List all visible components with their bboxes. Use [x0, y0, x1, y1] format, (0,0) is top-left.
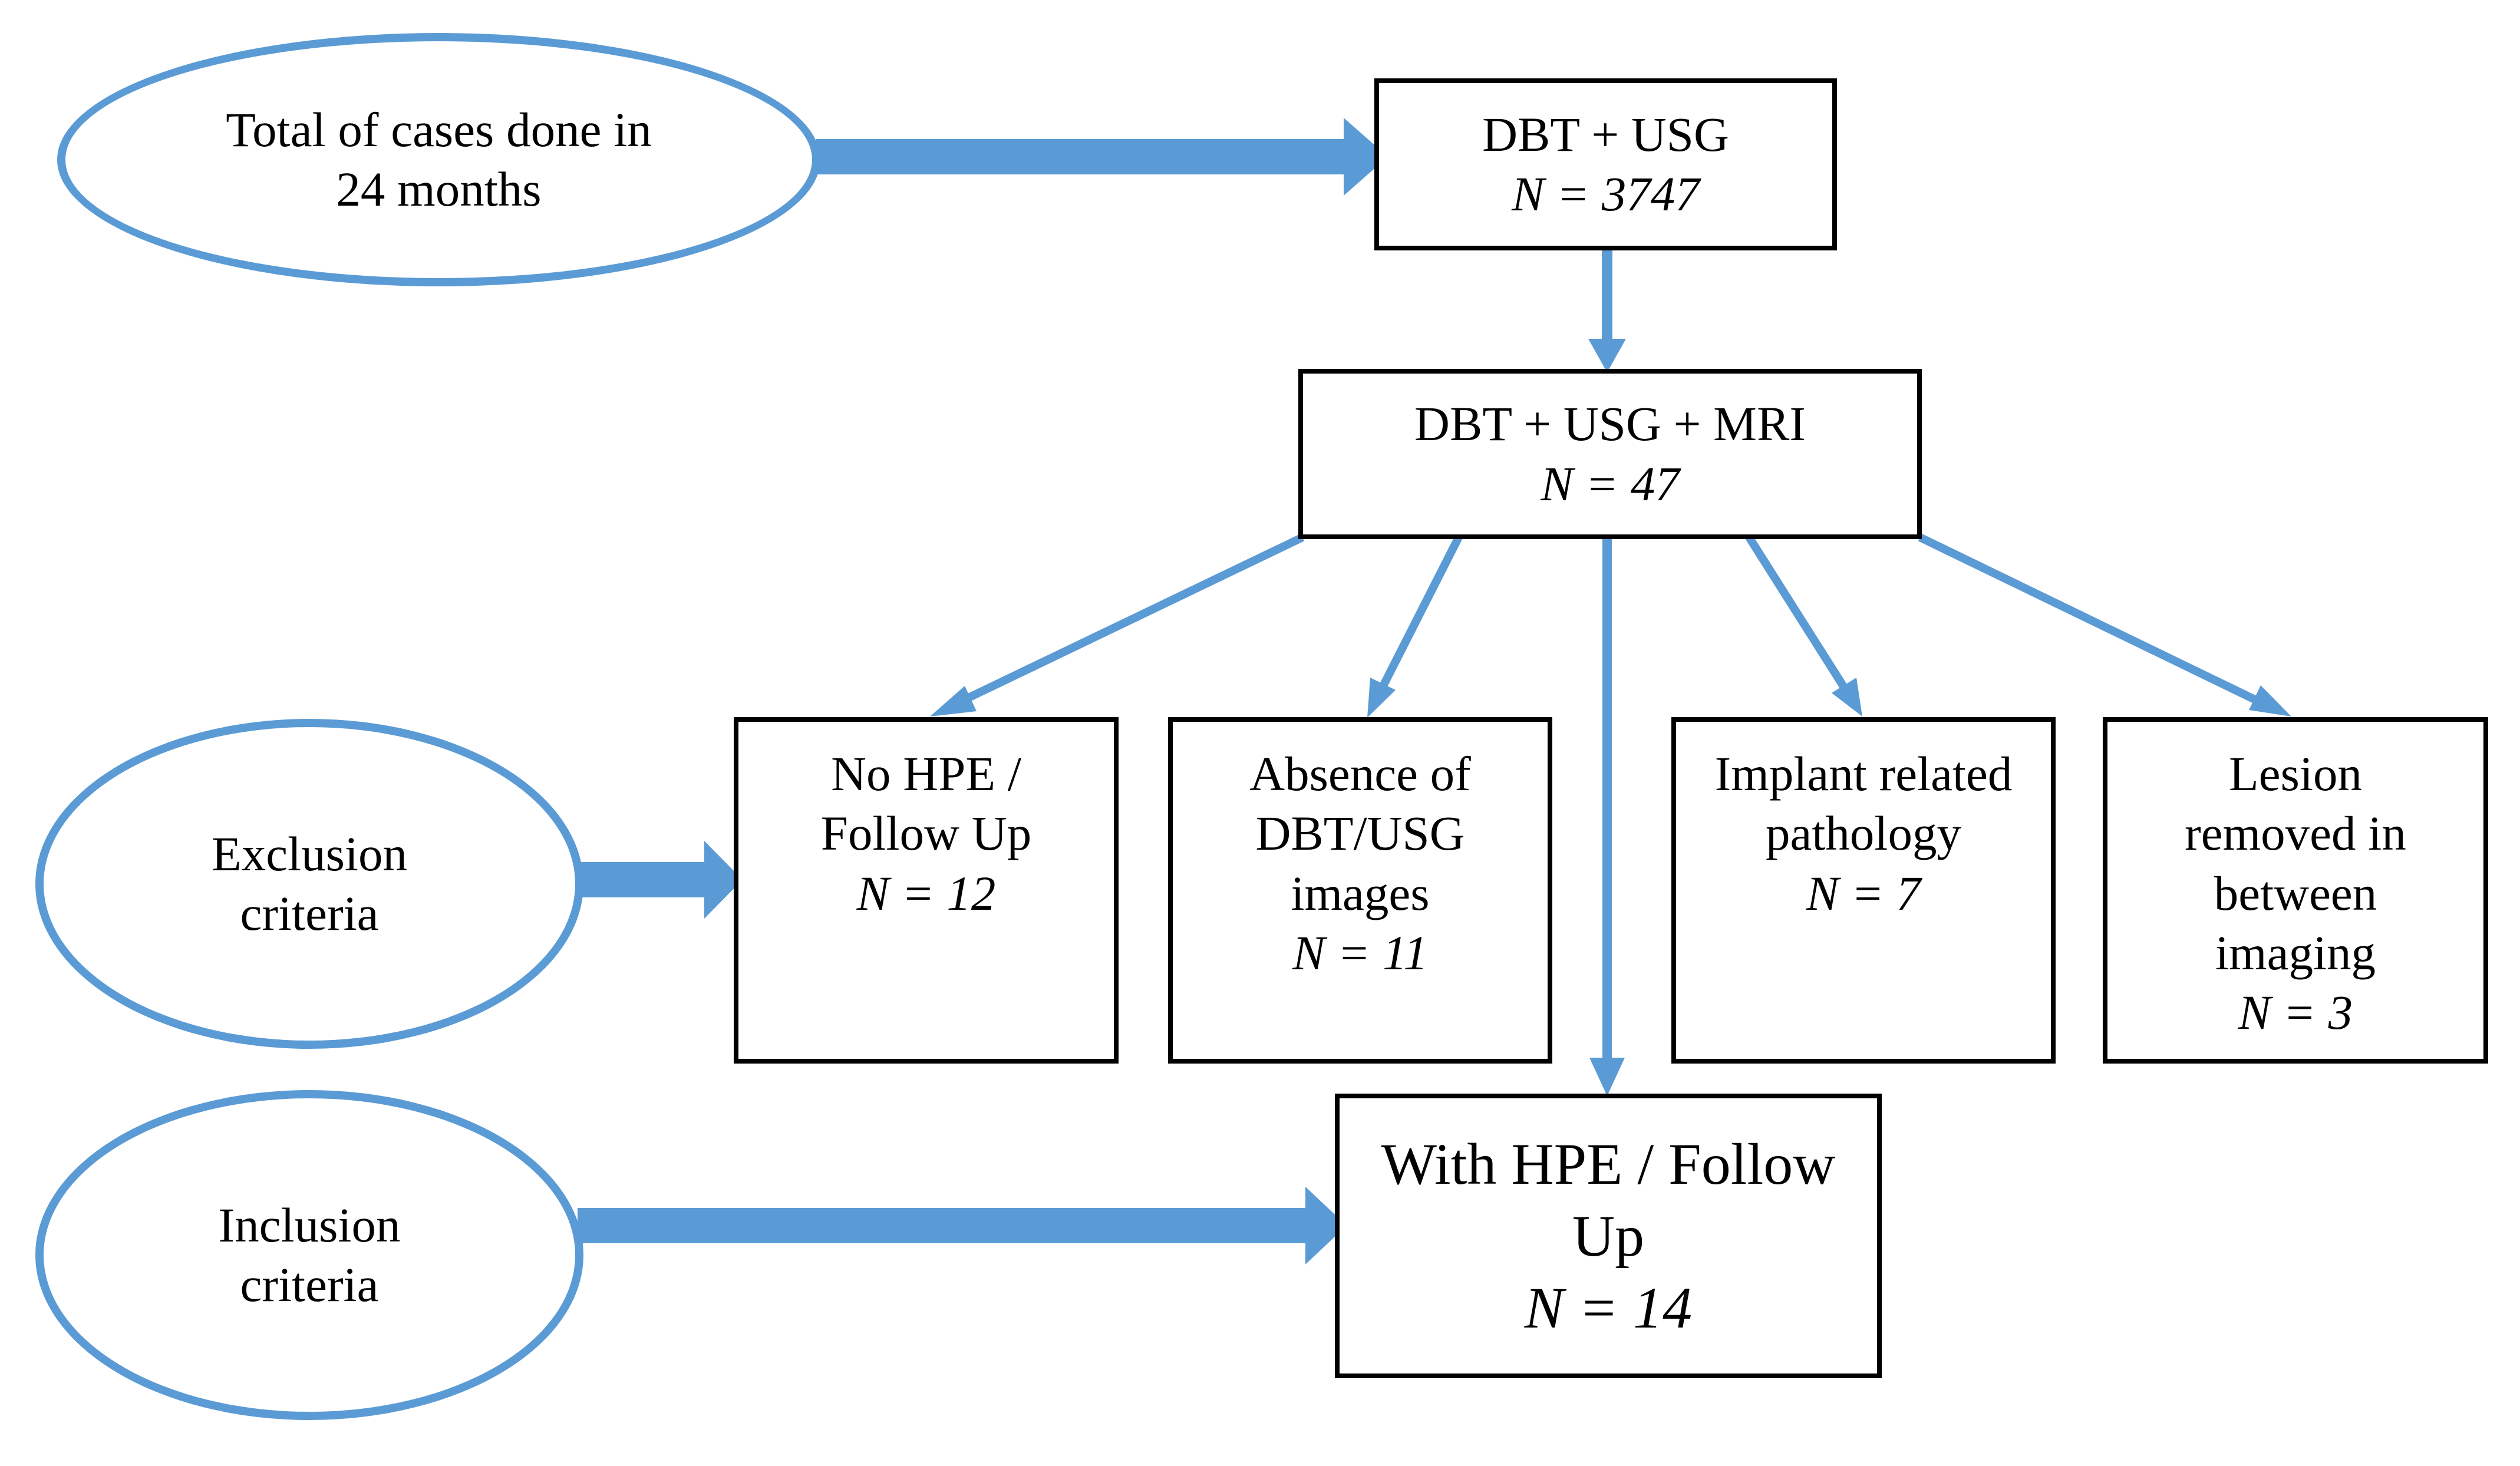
arrow-mri-to-with-hpe — [1589, 537, 1625, 1096]
dbt-usg-count: N = 3747 — [1512, 167, 1700, 221]
implant-count: N = 7 — [1806, 866, 1921, 920]
no-hpe-line-1: No HPE / — [831, 747, 1021, 801]
with-hpe-line-1: With HPE / Follow — [1381, 1131, 1836, 1197]
lesion-line-3: between — [2214, 866, 2377, 920]
lesion-count: N = 3 — [2238, 985, 2353, 1039]
total-cases-line-2: 24 months — [336, 162, 542, 216]
inclusion-criteria-oval: Inclusion criteria — [35, 1090, 583, 1420]
implant-box: Implant related pathology N = 7 — [1671, 717, 2056, 1064]
implant-line-2: pathology — [1766, 806, 1961, 861]
arrow-mri-to-no-hpe — [930, 533, 1305, 717]
exclusion-line-2: criteria — [240, 886, 379, 940]
with-hpe-line-2: Up — [1572, 1203, 1645, 1269]
inclusion-line-1: Inclusion — [218, 1197, 401, 1252]
arrow-dbt-usg-to-mri — [1588, 249, 1626, 372]
with-hpe-box: With HPE / Follow Up N = 14 — [1335, 1094, 1882, 1378]
inclusion-line-2: criteria — [240, 1257, 379, 1312]
absence-line-3: images — [1291, 866, 1430, 920]
lesion-removed-box: Lesion removed in between imaging N = 3 — [2103, 717, 2488, 1064]
exclusion-criteria-oval: Exclusion criteria — [35, 719, 583, 1049]
absence-count: N = 11 — [1292, 925, 1428, 980]
absence-line-2: DBT/USG — [1255, 806, 1465, 861]
arrow-mri-to-absence — [1367, 535, 1463, 718]
arrow-mri-to-lesion — [1918, 533, 2291, 717]
no-hpe-line-2: Follow Up — [820, 806, 1032, 861]
dbt-usg-box: DBT + USG N = 3747 — [1374, 78, 1837, 250]
thick-arrow-total-to-dbt-usg — [816, 118, 1388, 196]
implant-line-1: Implant related — [1714, 747, 2013, 801]
lesion-line-4: imaging — [2215, 925, 2376, 980]
arrow-mri-to-implant — [1746, 535, 1862, 717]
dbt-usg-label: DBT + USG — [1482, 107, 1729, 161]
lesion-line-2: removed in — [2185, 806, 2406, 861]
with-hpe-count: N = 14 — [1524, 1275, 1693, 1340]
dbt-usg-mri-count: N = 47 — [1541, 456, 1680, 511]
dbt-usg-mri-label: DBT + USG + MRI — [1414, 397, 1806, 451]
lesion-line-1: Lesion — [2229, 747, 2362, 801]
absence-line-1: Absence of — [1249, 747, 1471, 801]
absence-images-box: Absence of DBT/USG images N = 11 — [1168, 717, 1552, 1064]
thick-arrow-exclusion-to-no-hpe — [578, 841, 743, 919]
no-hpe-box: No HPE / Follow Up N = 12 — [734, 717, 1119, 1064]
exclusion-line-1: Exclusion — [212, 826, 407, 881]
no-hpe-count: N = 12 — [856, 866, 996, 920]
total-cases-oval: Total of cases done in 24 months — [57, 33, 820, 286]
thick-arrow-inclusion-to-with-hpe — [578, 1187, 1347, 1264]
dbt-usg-mri-box: DBT + USG + MRI N = 47 — [1298, 369, 1922, 539]
total-cases-line-1: Total of cases done in — [226, 102, 652, 157]
